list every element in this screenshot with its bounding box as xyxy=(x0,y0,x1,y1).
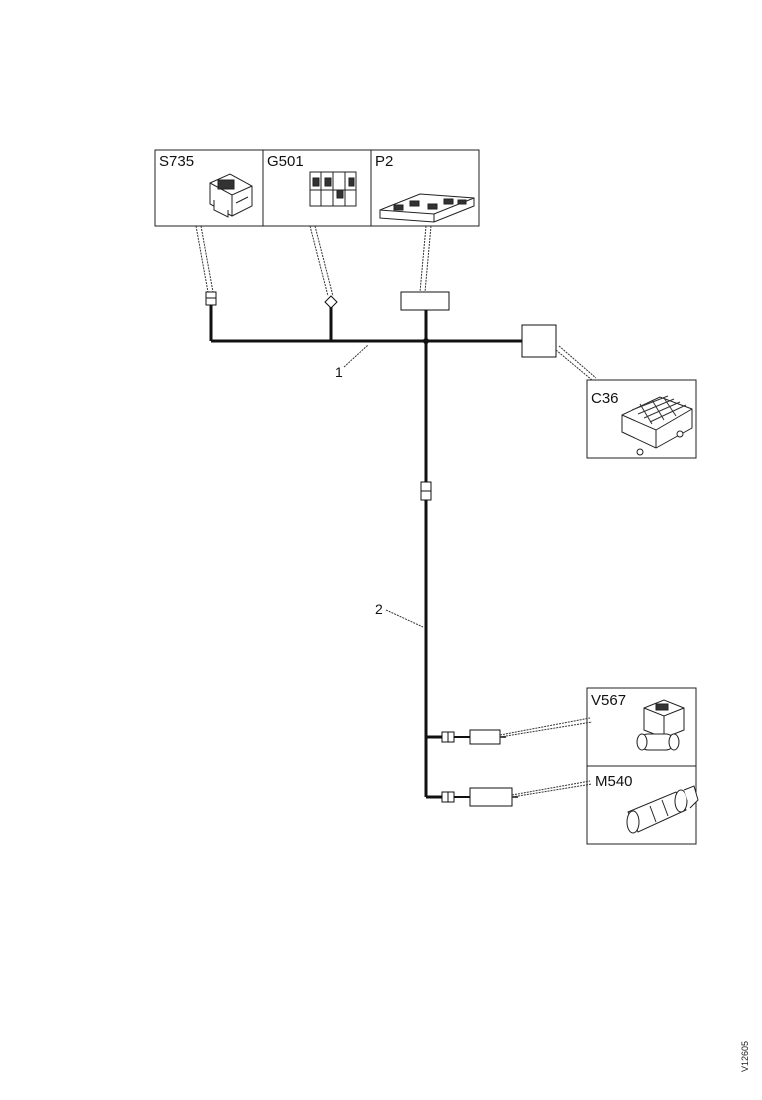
callout-label-1: 1 xyxy=(335,364,343,380)
component-label-v567: V567 xyxy=(591,692,626,709)
component-label-c36: C36 xyxy=(591,390,619,407)
connector-v567 xyxy=(441,729,501,745)
wire-harness-1 xyxy=(209,304,522,344)
component-box-v567: V567 xyxy=(586,687,697,767)
component-box-c36: C36 xyxy=(586,379,697,459)
callout-label-2: 2 xyxy=(375,601,383,617)
circuit-board-icon xyxy=(379,193,475,223)
component-box-s735: S735 xyxy=(154,149,264,227)
figure-id: V12605 xyxy=(740,1041,750,1072)
solenoid-valve-icon xyxy=(636,699,685,751)
component-box-m540: M540 xyxy=(586,765,699,845)
component-box-p2: P2 xyxy=(370,149,480,227)
component-label-p2: P2 xyxy=(375,153,393,170)
connector-c36 xyxy=(521,324,557,358)
connector-m540 xyxy=(441,787,513,807)
callout-1: 1 xyxy=(335,344,369,380)
sensor-icon xyxy=(309,171,357,207)
wire-harness-2 xyxy=(424,341,518,799)
inline-connector xyxy=(420,481,432,501)
connector-s735 xyxy=(205,291,217,306)
component-label-g501: G501 xyxy=(267,153,304,170)
callout-2: 2 xyxy=(375,601,424,628)
motor-icon xyxy=(626,785,699,834)
connector-g501 xyxy=(324,295,338,309)
leader-lines xyxy=(195,225,597,798)
component-box-g501: G501 xyxy=(262,149,372,227)
connector-p2 xyxy=(400,291,450,311)
control-unit-icon xyxy=(621,395,693,456)
component-label-s735: S735 xyxy=(159,153,194,170)
switch-icon xyxy=(209,173,253,218)
component-label-m540: M540 xyxy=(595,773,633,790)
